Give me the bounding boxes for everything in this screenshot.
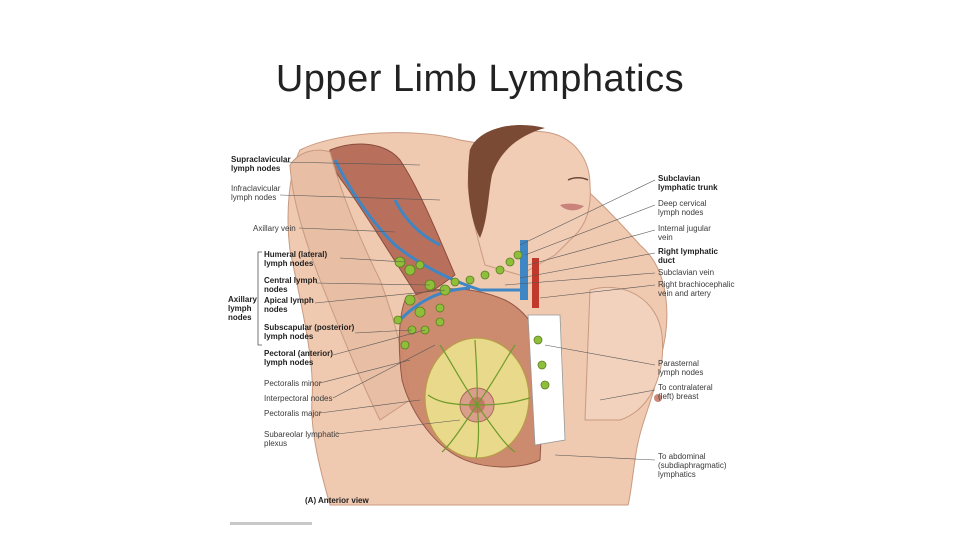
label-infraclavicular-nodes: Infraclavicular lymph nodes	[231, 184, 280, 202]
label-right-lymphatic-duct: Right lymphatic duct	[658, 247, 718, 265]
label-subclavian-trunk: Subclavian lymphatic trunk	[658, 174, 718, 192]
copyright-line	[230, 522, 312, 525]
label-subclavian-vein: Subclavian vein	[658, 268, 714, 277]
label-brachiocephalic-vessels: Right brachiocephalic vein and artery	[658, 280, 735, 298]
internal-jugular-vein	[520, 240, 528, 300]
label-humeral-nodes: Humeral (lateral) lymph nodes	[264, 250, 327, 268]
label-supraclavicular-nodes: Supraclavicular lymph nodes	[231, 155, 291, 173]
label-apical-nodes: Apical lymph nodes	[264, 296, 314, 314]
label-deep-cervical-nodes: Deep cervical lymph nodes	[658, 199, 706, 217]
label-central-nodes: Central lymph nodes	[264, 276, 317, 294]
label-parasternal-nodes: Parasternal lymph nodes	[658, 359, 703, 377]
label-axillary-vein: Axillary vein	[253, 224, 296, 233]
label-subscapular-nodes: Subscapular (posterior) lymph nodes	[264, 323, 354, 341]
figure-caption: (A) Anterior view	[305, 496, 369, 505]
label-subareolar-plexus: Subareolar lymphatic plexus	[264, 430, 339, 448]
label-pectoralis-major: Pectoralis major	[264, 409, 321, 418]
label-contralateral-breast: To contralateral (left) breast	[658, 383, 713, 401]
sternum-ribs	[528, 315, 565, 445]
label-interpectoral-nodes: Interpectoral nodes	[264, 394, 333, 403]
label-pectoral-nodes: Pectoral (anterior) lymph nodes	[264, 349, 333, 367]
label-pectoralis-minor: Pectoralis minor	[264, 379, 321, 388]
label-abdominal-lymphatics: To abdominal (subdiaphragmatic) lymphati…	[658, 452, 726, 479]
label-axillary-nodes-group: Axillary lymph nodes	[228, 295, 257, 322]
axillary-bracket	[258, 252, 262, 345]
label-internal-jugular-vein: Internal jugular vein	[658, 224, 711, 242]
